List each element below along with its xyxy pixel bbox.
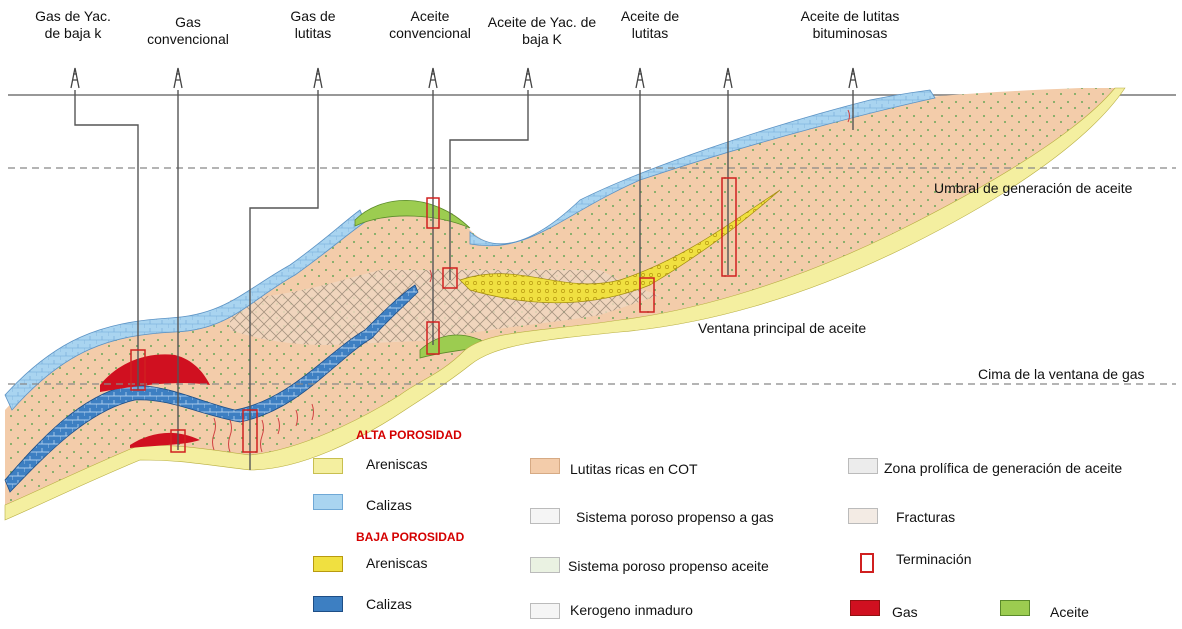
well-label-aceite-lutitas: Aceite de lutitas — [610, 8, 690, 42]
gas-acumulacion-inferior — [130, 432, 200, 448]
well-label-line1: Gas — [175, 14, 201, 30]
well-label-gas-convencional: Gas convencional — [138, 14, 238, 48]
cima-gas-label: Cima de la ventana de gas — [978, 366, 1145, 382]
well-label-line1: Gas de — [290, 8, 336, 24]
well-label-line1: Gas de Yac. — [35, 8, 111, 24]
derrick-icon — [173, 67, 183, 89]
well-label-line1: Aceite de — [620, 8, 680, 24]
well-lines — [74, 90, 854, 470]
caliza-alta-banda-derecha — [469, 89, 936, 247]
derrick-icon — [313, 67, 323, 89]
legend-swatch-sistema-gas — [530, 508, 560, 524]
well-label-gas-lutitas: Gas de lutitas — [268, 8, 358, 42]
legend-label-sistema-aceite: Sistema poroso propenso aceite — [568, 558, 769, 574]
legend-label-fracturas: Fracturas — [896, 509, 956, 525]
gas-acumulacion-superior — [100, 354, 210, 392]
fracturas-marks — [212, 109, 850, 453]
well-label-aceite-yac-baja-k: Aceite de Yac. de baja K — [472, 14, 612, 48]
legend-swatch-kerogeno — [530, 603, 560, 619]
well-label-line2: lutitas — [294, 25, 332, 41]
legend-swatch-fracturas — [848, 508, 878, 524]
legend-label-areniscas-baja: Areniscas — [366, 555, 428, 571]
well-label-line2: lutitas — [631, 25, 669, 41]
well-label-line2: bituminosas — [812, 25, 888, 41]
legend-label-areniscas-alta: Areniscas — [366, 456, 428, 472]
legend-label-calizas-alta: Calizas — [366, 497, 412, 513]
legend-label-gas: Gas — [892, 604, 918, 620]
legend-swatch-areniscas-alta — [313, 458, 343, 474]
legend-swatch-zona-prolifica — [848, 458, 878, 474]
umbral-label: Umbral de generación de aceite — [934, 180, 1133, 196]
derrick-icon — [635, 67, 645, 89]
legend-label-aceite: Aceite — [1050, 604, 1089, 620]
aceite-cap-superior — [354, 199, 471, 229]
legend-label-kerogeno: Kerogeno inmaduro — [570, 602, 693, 618]
well-label-line2: baja K — [522, 31, 562, 47]
legend-swatch-areniscas-baja — [313, 556, 343, 572]
legend-swatch-calizas-baja — [313, 596, 343, 612]
derrick-icon — [428, 67, 438, 89]
derrick-icon — [523, 67, 533, 89]
legend-baja-porosidad-title: BAJA POROSIDAD — [356, 530, 465, 544]
legend-swatch-gas — [850, 600, 880, 616]
legend-label-lutitas-cot: Lutitas ricas en COT — [570, 461, 698, 477]
legend-swatch-aceite — [1000, 600, 1030, 616]
well-label-aceite-lutitas-bituminosas: Aceite de lutitas bituminosas — [780, 8, 920, 42]
derrick-icon — [70, 67, 80, 89]
well-label-line1: Aceite de Yac. de — [487, 14, 597, 30]
arenisca-banda-inferior — [4, 87, 1126, 521]
derrick-icons — [70, 67, 858, 89]
well-label-line2: de baja k — [44, 25, 102, 41]
well-label-line1: Aceite de lutitas — [800, 8, 900, 24]
legend-label-terminacion: Terminación — [896, 551, 972, 567]
derrick-icon — [848, 67, 858, 89]
legend-alta-porosidad-title: ALTA POROSIDAD — [356, 428, 462, 442]
terminacion-marks — [130, 177, 737, 453]
ventana-principal-label: Ventana principal de aceite — [698, 320, 867, 336]
legend-swatch-terminacion — [860, 553, 874, 573]
arenisca-baja-lente — [459, 189, 781, 304]
legend-swatch-lutitas-cot — [530, 458, 560, 474]
well-label-line2: convencional — [389, 25, 471, 41]
well-label-line1: Aceite — [410, 8, 450, 24]
well-label-line2: convencional — [147, 31, 229, 47]
derrick-icon — [723, 67, 733, 89]
legend-label-calizas-baja: Calizas — [366, 596, 412, 612]
well-label-aceite-convencional: Aceite convencional — [375, 8, 485, 42]
well-label-gas-yac-baja-k: Gas de Yac. de baja k — [18, 8, 128, 42]
legend-label-zona-prolifica: Zona prolífica de generación de aceite — [884, 460, 1123, 476]
caliza-baja-banda — [4, 284, 419, 493]
legend-swatch-sistema-aceite — [530, 557, 560, 573]
legend-swatch-calizas-alta — [313, 494, 343, 510]
legend-label-sistema-gas: Sistema poroso propenso a gas — [576, 509, 774, 525]
